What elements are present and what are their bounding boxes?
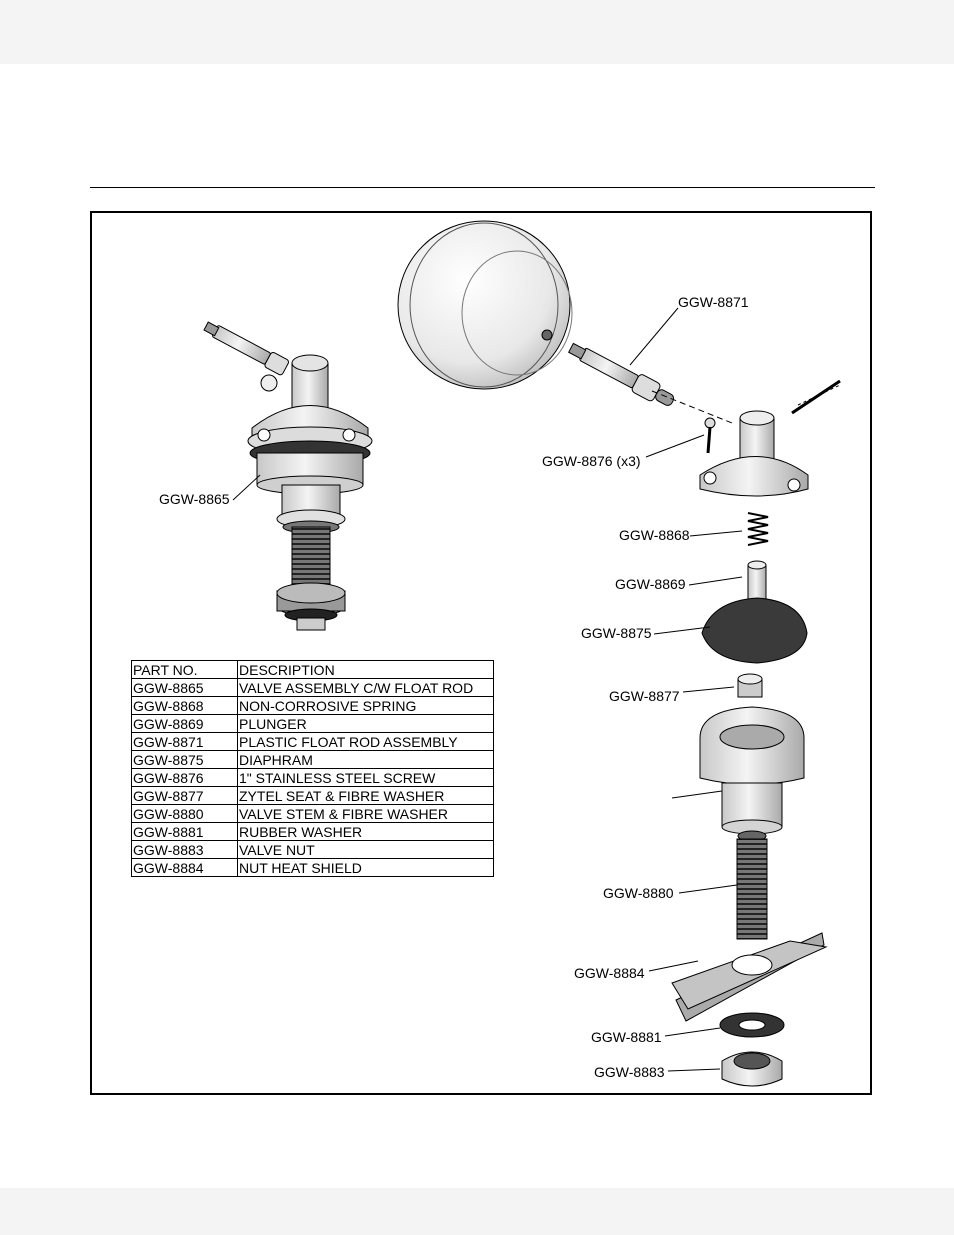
float-ball-illustration [397,220,573,390]
part-no-cell: GGW-8865 [131,678,238,697]
header-part-no: PART NO. [131,660,238,679]
leader-lines [232,307,743,1072]
description-cell: VALVE STEM & FIBRE WASHER [237,804,494,823]
part-no-cell: GGW-8868 [131,696,238,715]
assembled-valve-illustration [203,321,373,631]
part-no-cell: GGW-8877 [131,786,238,805]
part-no-cell: GGW-8869 [131,714,238,733]
label-ggw-8880: GGW-8880 [603,885,674,901]
description-cell: ZYTEL SEAT & FIBRE WASHER [237,786,494,805]
label-ggw-8865: GGW-8865 [159,491,230,507]
part-no-cell: GGW-8876 [131,768,238,787]
description-cell: NON-CORROSIVE SPRING [237,696,494,715]
part-labels: GGW-8865 GGW-8871 GGW-8876 (x3) GGW-8868… [159,294,749,1080]
label-ggw-8868: GGW-8868 [619,527,690,543]
exploded-parts-illustration [671,379,841,1087]
description-cell: VALVE NUT [237,840,494,859]
part-no-cell: GGW-8883 [131,840,238,859]
part-no-cell: GGW-8875 [131,750,238,769]
description-cell: PLUNGER [237,714,494,733]
description-cell: PLASTIC FLOAT ROD ASSEMBLY [237,732,494,751]
description-cell: 1" STAINLESS STEEL SCREW [237,768,494,787]
description-cell: VALVE ASSEMBLY C/W FLOAT ROD [237,678,494,697]
description-cell: DIAPHRAM [237,750,494,769]
exploded-view-drawing: GGW-8865 GGW-8871 GGW-8876 (x3) GGW-8868… [159,220,841,1087]
parts-table-header: PART NO. DESCRIPTION [131,660,494,679]
label-ggw-8871: GGW-8871 [678,294,749,310]
header-description: DESCRIPTION [237,660,494,679]
part-no-cell: GGW-8884 [131,858,238,877]
part-no-cell: GGW-8880 [131,804,238,823]
header-rule [90,187,875,188]
page-bottom-band [0,1188,954,1235]
float-rod-illustration [568,342,733,424]
page-top-band [0,0,954,64]
label-ggw-8876: GGW-8876 (x3) [542,453,641,469]
label-ggw-8884: GGW-8884 [574,965,645,981]
part-no-cell: GGW-8881 [131,822,238,841]
part-no-cell: GGW-8871 [131,732,238,751]
exploded-view-frame: GGW-8865 GGW-8871 GGW-8876 (x3) GGW-8868… [90,211,872,1095]
description-cell: NUT HEAT SHIELD [237,858,494,877]
description-cell: RUBBER WASHER [237,822,494,841]
label-ggw-8875: GGW-8875 [581,625,652,641]
label-ggw-8869: GGW-8869 [615,576,686,592]
label-ggw-8877: GGW-8877 [609,688,680,704]
label-ggw-8881: GGW-8881 [591,1029,662,1045]
label-ggw-8883: GGW-8883 [594,1064,665,1080]
